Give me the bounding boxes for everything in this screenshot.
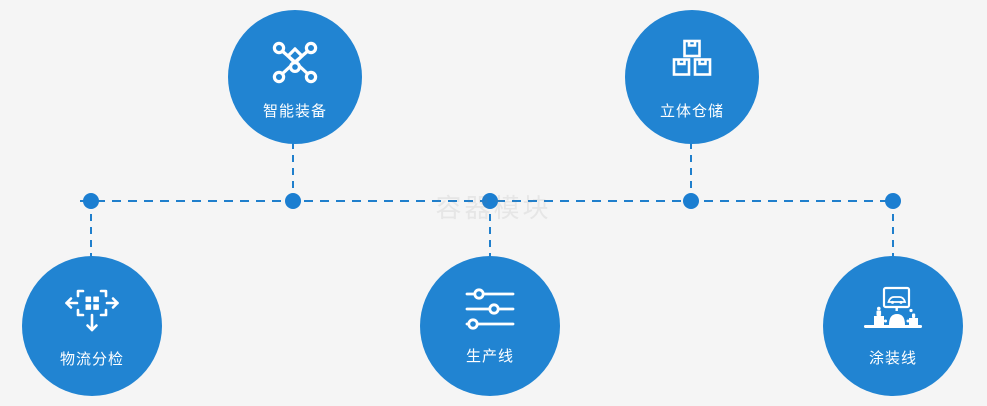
node-label-painting-line: 涂装线: [868, 348, 917, 367]
junction-dot-production-line[interactable]: [482, 193, 498, 209]
paint-booth-icon: [862, 285, 924, 333]
node-label-warehouse-storage: 立体仓储: [659, 101, 724, 120]
junction-dot-intelligent-equipment[interactable]: [285, 193, 301, 209]
stacked-boxes-icon: [666, 38, 718, 86]
junction-dot-warehouse-storage[interactable]: [683, 193, 699, 209]
network-nodes-icon: [269, 38, 321, 86]
node-label-logistics-sorting: 物流分检: [59, 349, 124, 368]
sorting-arrows-grid-icon: [64, 284, 120, 334]
node-label-intelligent-equipment: 智能装备: [262, 101, 327, 120]
sliders-icon: [464, 287, 516, 331]
node-production-line[interactable]: 生产线: [420, 256, 560, 396]
node-label-production-line: 生产线: [465, 346, 514, 365]
node-warehouse-storage[interactable]: 立体仓储: [625, 10, 759, 144]
node-logistics-sorting[interactable]: 物流分检: [22, 256, 162, 396]
junction-dot-painting-line[interactable]: [885, 193, 901, 209]
node-painting-line[interactable]: 涂装线: [823, 256, 963, 396]
junction-dot-logistics-sorting[interactable]: [83, 193, 99, 209]
node-intelligent-equipment[interactable]: 智能装备: [228, 10, 362, 144]
